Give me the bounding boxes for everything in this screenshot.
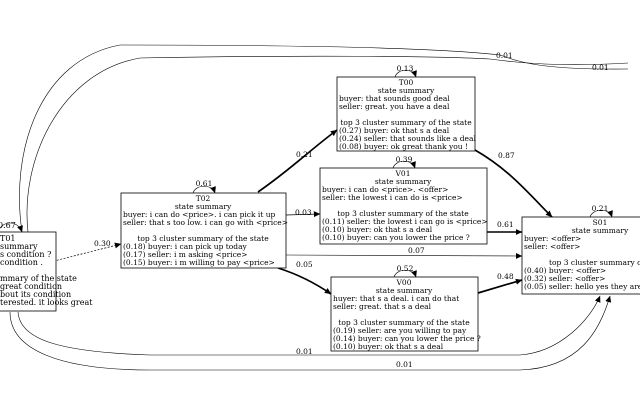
node-t02-line: state summary	[175, 202, 232, 211]
node-t01-title: T01	[0, 234, 16, 243]
node-s01-line: (0.05) seller: hello yes they are	[524, 282, 640, 291]
node-v00-line: state summary	[376, 286, 433, 295]
node-t01-line: mmary of the state	[0, 274, 77, 283]
node-t02-title: T02	[196, 194, 211, 203]
node-v00-title: V00	[396, 278, 412, 287]
node-s01-loop-label: 0.21	[592, 204, 609, 213]
edge-label-t01-s01-top-outer: 0.01	[592, 63, 609, 72]
node-t02-line: (0.17) seller: i m asking <price>	[123, 250, 248, 259]
node-t00-line: (0.08) buyer: ok great thank you !	[339, 142, 468, 151]
node-v01-line: (0.10) buyer: ok that s a deal	[322, 225, 433, 234]
self-loop-t02	[192, 185, 216, 194]
edge-label-v00-s01: 0.48	[497, 272, 514, 281]
node-t01-line: condition .	[0, 258, 43, 267]
edge-t02-t00	[257, 129, 338, 193]
node-t02-line: top 3 cluster summary of the state	[137, 234, 269, 243]
self-loop-s01	[589, 209, 613, 218]
edge-label-t02-s01: 0.07	[408, 246, 425, 255]
node-s01-title: S01	[593, 218, 608, 227]
node-t01-line: bout its condition	[0, 290, 71, 299]
node-s01-line: seller: <offer>	[524, 242, 580, 251]
self-loop-v01	[392, 160, 416, 169]
edge-label-t01-s01-bottom-outer: 0.01	[396, 360, 413, 369]
self-loop-v00	[393, 269, 417, 278]
edge-t01-s01-top-outer	[19, 44, 629, 233]
node-v01-line: (0.10) buyer: can you lower the price ?	[322, 233, 470, 242]
node-t01-loop-label: 0.67	[0, 221, 16, 230]
node-t00-title: T00	[399, 78, 414, 87]
edge-t01-t02	[49, 242, 122, 263]
node-v00-line: (0.14) buyer: can you lower the price ?	[333, 334, 481, 343]
node-s01-line: (0.32) seller: <offer>	[524, 274, 605, 283]
node-v01-line: state summary	[375, 177, 432, 186]
node-v00-line: top 3 cluster summary of the state	[338, 318, 470, 327]
self-loop-t00	[394, 69, 417, 78]
node-s01-box	[521, 216, 640, 295]
edge-t00-s01	[474, 149, 553, 218]
node-t02-line: buyer: i can do <price>. i can pick it u…	[123, 210, 276, 219]
node-v00-line: seller: great. that s a deal	[333, 302, 432, 311]
edge-t02-s01	[285, 252, 523, 259]
node-t01-line: great condition	[0, 282, 62, 291]
node-s01-line: top 3 cluster summary of the st	[549, 258, 640, 267]
node-t00-line: (0.27) buyer: ok that s a deal	[339, 126, 450, 135]
node-v01-line: seller: the lowest i can do is <price>	[322, 193, 463, 202]
node-t02-line: (0.15) buyer: i m willing to pay <price>	[123, 258, 275, 267]
node-v01-line: (0.11) seller: the lowest i can go is <p…	[322, 217, 488, 226]
edge-label-v01-s01: 0.61	[497, 220, 514, 229]
edge-t01-s01-bottom-outer	[9, 295, 612, 371]
node-v01-box	[319, 167, 488, 245]
edge-v00-s01	[477, 278, 523, 294]
node-v01: 0.39 V01 state summary buyer: i can do <…	[322, 155, 488, 242]
edge-t02-v00	[277, 267, 332, 295]
node-t00-line: buyer: that sounds good deal	[339, 94, 450, 103]
node-v00-box	[330, 276, 479, 352]
node-v00: 0.52 V00 state summary huyer: that s a d…	[333, 264, 481, 351]
node-s01-line: (0.40) buyer: <offer>	[524, 266, 606, 275]
node-t00: 0.13 T00 state summary buyer: that sound…	[339, 64, 476, 151]
edge-label-t01-t02: 0.30	[94, 239, 111, 248]
node-v00-loop-label: 0.52	[397, 264, 414, 273]
node-s01-line: buyer: <offer>	[524, 234, 581, 243]
node-v01-line: buyer: i can do <price>. <offer>	[322, 185, 448, 194]
edge-label-t01-s01-bottom-inner: 0.01	[296, 347, 313, 356]
node-t02-box	[120, 192, 287, 269]
node-t01-line: terested. it looks great	[0, 298, 93, 307]
edge-label-t01-s01-top-inner: 0.01	[496, 51, 513, 60]
node-t00-line: top 3 cluster summary of the state	[340, 118, 472, 127]
self-loop-t01	[0, 222, 23, 233]
node-t00-line: (0.24) seller: that sounds like a deal	[339, 134, 476, 143]
node-t02: 0.61 T02 state summary buyer: i can do <…	[123, 179, 288, 267]
node-s01: 0.21 S01 state summary buyer: <offer> se…	[524, 204, 640, 291]
node-t00-line: seller: great. you have a deal	[339, 102, 450, 111]
node-v01-line: top 3 cluster summary of the state	[337, 209, 469, 218]
edge-label-t02-v01: 0.03	[295, 208, 312, 217]
edge-label-t02-v00: 0.05	[296, 260, 313, 269]
edge-label-t00-s01: 0.87	[498, 151, 515, 160]
edge-label-t02-t00: 0.21	[296, 150, 313, 159]
node-t01-line: summary	[0, 242, 38, 251]
node-v00-line: huyer: that s a deal. i can do that	[333, 294, 459, 303]
node-t01: 0.67 T01 summary s condition ? condition…	[0, 221, 93, 307]
node-t00-line: state summary	[378, 86, 435, 95]
node-v01-loop-label: 0.39	[396, 155, 413, 164]
node-t01-box	[0, 231, 57, 312]
node-t02-loop-label: 0.61	[196, 179, 213, 188]
node-t01-line: s condition ?	[0, 250, 51, 259]
node-t00-loop-label: 0.13	[397, 64, 414, 73]
node-v00-line: (0.10) buyer: ok that s a deal	[333, 342, 444, 351]
edge-t01-s01-bottom-inner	[17, 295, 601, 356]
edge-t01-s01-top-inner	[26, 55, 629, 233]
node-t02-line: seller: that s too low. i can go with <p…	[123, 218, 288, 227]
node-t00-box	[336, 76, 476, 152]
edge-t02-v01	[285, 211, 321, 218]
node-v00-line: (0.19) seller: are you willing to pay	[333, 326, 467, 335]
node-t02-line: (0.18) buyer: i can pick up today	[123, 242, 248, 251]
node-s01-line: state summary	[572, 226, 629, 235]
node-v01-title: V01	[395, 169, 411, 178]
